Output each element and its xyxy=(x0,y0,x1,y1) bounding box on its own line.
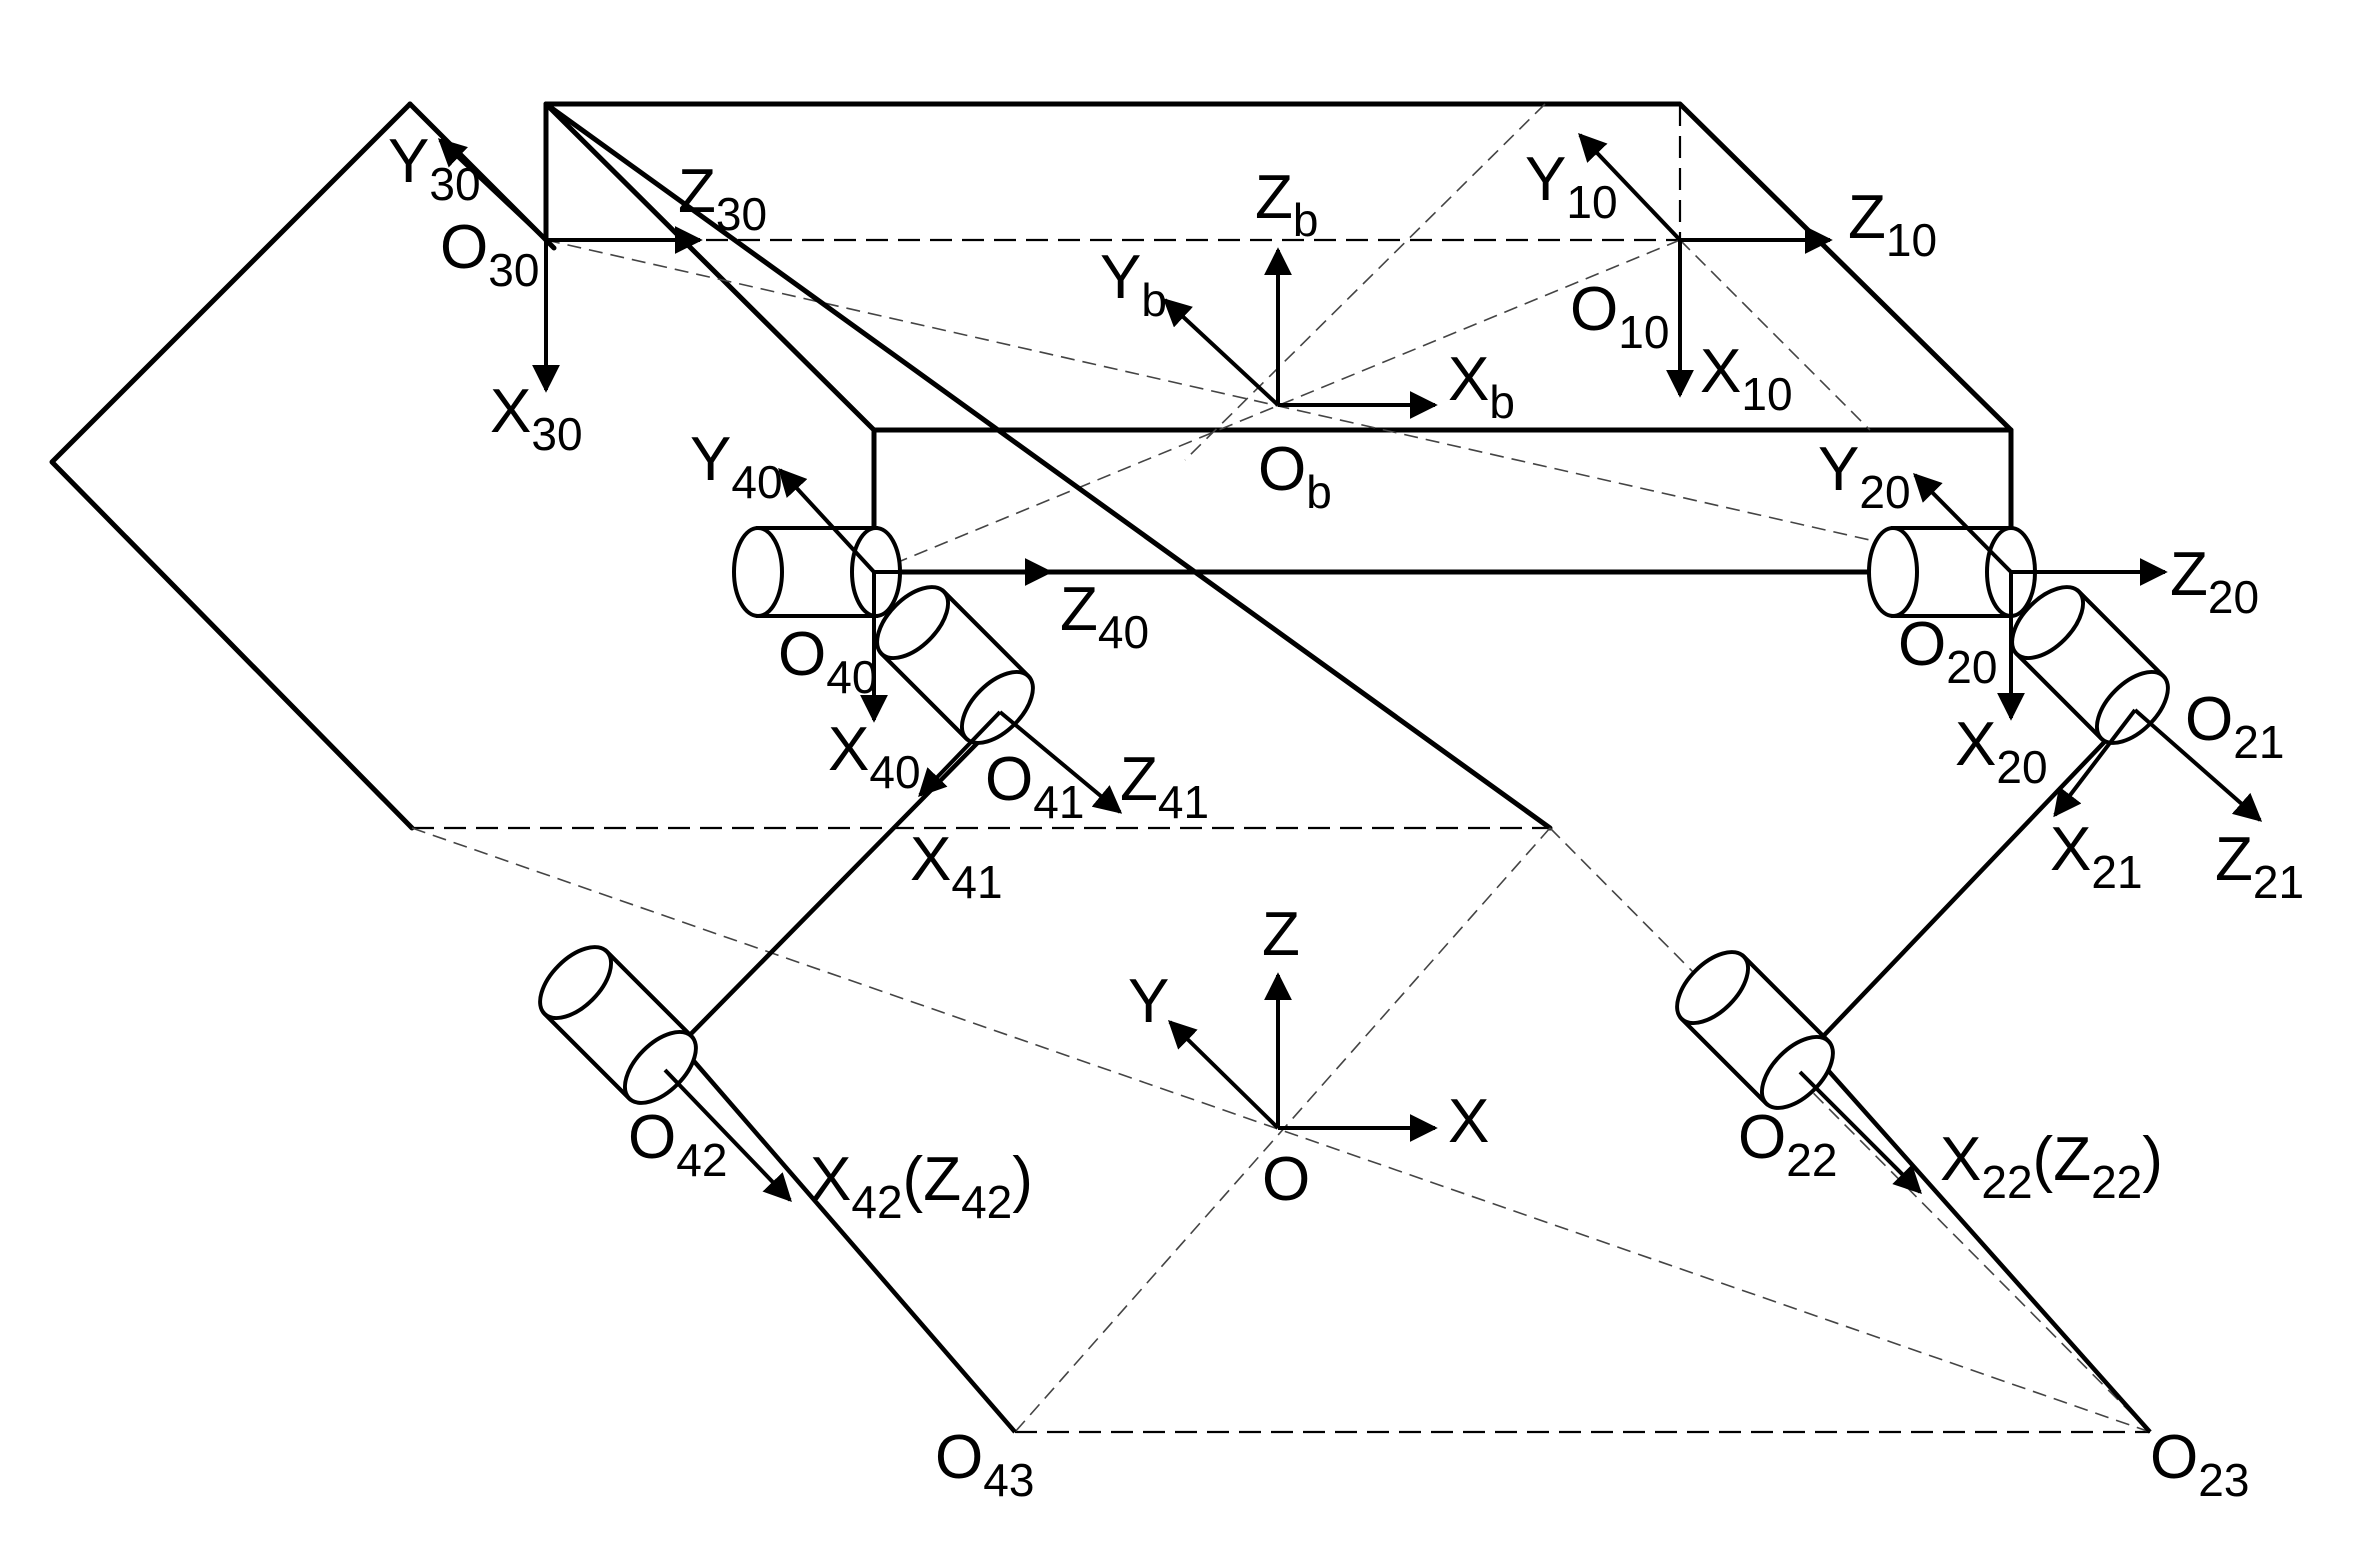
label-O: O xyxy=(1262,1145,1310,1214)
body-diagonal-2 xyxy=(873,239,1681,573)
joint-O41 xyxy=(875,585,1035,745)
leg4-thigh xyxy=(678,713,1007,1047)
label-Y20: Y20 xyxy=(1818,435,1911,518)
axis-Y xyxy=(1168,1020,1280,1130)
label-Z21: Z21 xyxy=(2215,825,2304,908)
label-Z10: Z10 xyxy=(1848,183,1937,266)
label-Y30: Y30 xyxy=(388,127,481,210)
label-X: X xyxy=(1448,1087,1489,1156)
label-X41: X41 xyxy=(910,825,1003,908)
label-Z20: Z20 xyxy=(2170,540,2259,623)
label-O21: O21 xyxy=(2185,685,2284,768)
axis-X22 xyxy=(1798,1070,1922,1194)
label-X40: X40 xyxy=(828,715,921,798)
label-O30: O30 xyxy=(440,213,539,296)
label-O20: O20 xyxy=(1898,610,1997,693)
label-Ob: Ob xyxy=(1258,435,1332,518)
label-Z30: Z30 xyxy=(678,157,767,240)
label-Y40: Y40 xyxy=(690,425,783,508)
axis-Y10 xyxy=(1578,132,1682,242)
label-X42-Z42: X42(Z42) xyxy=(810,1145,1033,1228)
label-Y: Y xyxy=(1128,967,1169,1036)
label-Zb: Zb xyxy=(1255,163,1318,246)
label-X30: X30 xyxy=(490,377,583,460)
leg4 xyxy=(678,569,2011,1434)
joint-O21 xyxy=(2010,585,2170,745)
label-O42: O42 xyxy=(628,1103,727,1186)
leg2-shank xyxy=(1808,1048,2152,1434)
label-Xb: Xb xyxy=(1448,345,1515,428)
ground-right-edge xyxy=(1549,827,2151,1433)
label-O43: O43 xyxy=(935,1423,1034,1506)
label-O23: O23 xyxy=(2150,1423,2249,1506)
label-Z: Z xyxy=(1262,900,1300,969)
labels: Y30 Z30 O30 X30 Zb Yb Xb Ob Y10 Z10 O10 … xyxy=(388,127,2304,1506)
label-X22-Z22: X22(Z22) xyxy=(1940,1125,2163,1208)
label-X20: X20 xyxy=(1955,710,2048,793)
joint-O22 xyxy=(1675,950,1835,1110)
axis-Z21 xyxy=(2133,708,2263,822)
body-diagonal-3 xyxy=(1184,103,1546,461)
leg4-shank xyxy=(678,1043,1017,1434)
label-Z40: Z40 xyxy=(1060,575,1149,658)
joint-O40 xyxy=(732,526,902,618)
axis-Y40 xyxy=(778,467,876,574)
axis-X42 xyxy=(663,1068,792,1203)
label-X10: X10 xyxy=(1700,337,1793,420)
axis-Y20 xyxy=(1913,473,2013,574)
body-diagonal-4 xyxy=(1679,239,1871,431)
label-Y10: Y10 xyxy=(1525,145,1618,228)
leg2-thigh xyxy=(1808,708,2137,1052)
axis-Y30 xyxy=(437,138,548,242)
label-X21: X21 xyxy=(2050,815,2143,898)
leg3-plate-outline xyxy=(49,101,415,831)
label-O22: O22 xyxy=(1738,1103,1837,1186)
label-O40: O40 xyxy=(778,620,877,703)
axis-Yb xyxy=(1162,298,1280,407)
axis-Z41 xyxy=(998,710,1123,814)
label-Yb: Yb xyxy=(1100,243,1167,326)
axis-X41 xyxy=(918,710,1002,798)
label-O41: O41 xyxy=(985,745,1084,828)
joint-O20 xyxy=(1867,526,2037,618)
axis-X21 xyxy=(2053,708,2137,818)
label-Z41: Z41 xyxy=(1120,745,1209,828)
leg3-long-edge xyxy=(543,101,1553,831)
label-O10: O10 xyxy=(1570,275,1669,358)
axes xyxy=(437,132,2263,1203)
joint-cylinders xyxy=(538,526,2170,1110)
joint-O42 xyxy=(538,945,698,1105)
